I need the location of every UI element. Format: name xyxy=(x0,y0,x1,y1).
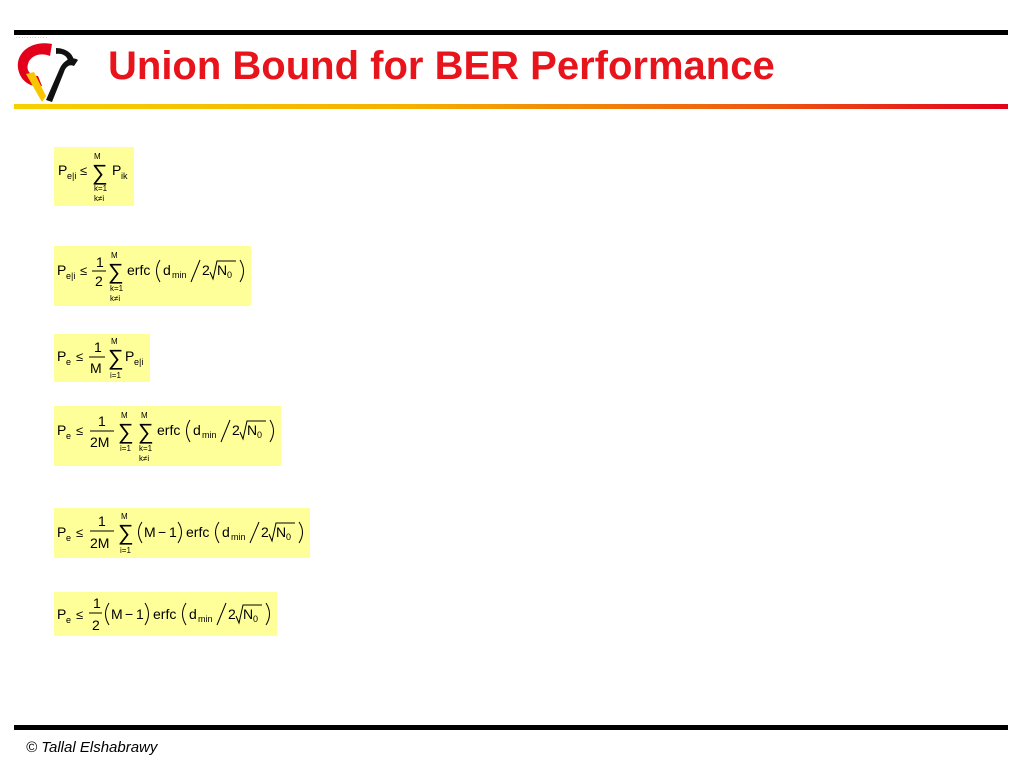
svg-text:ik: ik xyxy=(121,171,128,181)
svg-text:min: min xyxy=(202,430,217,440)
svg-text:M: M xyxy=(144,524,156,540)
svg-text:1: 1 xyxy=(98,413,106,429)
svg-text:e: e xyxy=(66,615,71,625)
svg-text:erfc: erfc xyxy=(186,524,209,540)
svg-text:0: 0 xyxy=(253,614,258,624)
svg-text:M: M xyxy=(94,152,101,161)
decorative-dots: ............ xyxy=(16,34,49,40)
svg-text:d: d xyxy=(163,262,171,278)
svg-text:≤: ≤ xyxy=(76,525,83,540)
svg-text:e: e xyxy=(66,431,71,441)
svg-text:2: 2 xyxy=(202,262,210,278)
svg-text:P: P xyxy=(125,348,134,364)
svg-text:i=1: i=1 xyxy=(120,546,131,555)
svg-text:−: − xyxy=(158,524,166,540)
svg-text:k=1: k=1 xyxy=(110,284,124,293)
svg-text:min: min xyxy=(172,270,187,280)
footer-copyright: © Tallal Elshabrawy xyxy=(26,739,158,756)
svg-text:erfc: erfc xyxy=(153,606,176,622)
svg-text:k=1: k=1 xyxy=(94,184,108,193)
svg-text:M: M xyxy=(141,411,148,420)
svg-text:≤: ≤ xyxy=(80,263,87,278)
svg-text:0: 0 xyxy=(286,532,291,542)
bottom-rule xyxy=(14,725,1008,730)
svg-text:d: d xyxy=(222,524,230,540)
svg-text:1: 1 xyxy=(136,606,144,622)
svg-text:M: M xyxy=(121,411,128,420)
svg-text:P: P xyxy=(57,422,66,438)
svg-text:∑: ∑ xyxy=(92,160,108,185)
svg-text:min: min xyxy=(231,532,246,542)
svg-text:i=1: i=1 xyxy=(120,444,131,453)
svg-text:k=1: k=1 xyxy=(139,444,153,453)
svg-text:min: min xyxy=(198,614,213,624)
equation-1: P e|i ≤ M ∑ P ik k=1 k≠i xyxy=(54,147,134,206)
svg-text:P: P xyxy=(58,162,67,178)
svg-text:2: 2 xyxy=(92,617,100,633)
svg-text:−: − xyxy=(125,606,133,622)
svg-text:2M: 2M xyxy=(90,434,109,450)
svg-text:k≠i: k≠i xyxy=(94,194,104,203)
svg-text:P: P xyxy=(57,262,66,278)
svg-text:≤: ≤ xyxy=(80,163,87,178)
logo-icon xyxy=(12,38,82,104)
svg-text:2: 2 xyxy=(95,273,103,289)
svg-text:N: N xyxy=(247,422,257,438)
svg-text:2: 2 xyxy=(261,524,269,540)
top-rule xyxy=(14,30,1008,35)
svg-text:e|i: e|i xyxy=(66,271,75,281)
svg-text:0: 0 xyxy=(227,270,232,280)
svg-text:erfc: erfc xyxy=(127,262,150,278)
svg-text:P: P xyxy=(57,606,66,622)
svg-text:2: 2 xyxy=(232,422,240,438)
svg-text:M: M xyxy=(121,512,128,521)
svg-text:N: N xyxy=(276,524,286,540)
svg-text:M: M xyxy=(111,251,118,260)
equation-5: P e ≤ 1 2M M ∑ i=1 M − 1 erfc d min 2 N … xyxy=(54,508,310,558)
equation-6: P e ≤ 1 2 M − 1 erfc d min 2 N 0 xyxy=(54,592,277,636)
svg-text:d: d xyxy=(189,606,197,622)
svg-text:≤: ≤ xyxy=(76,607,83,622)
svg-text:P: P xyxy=(112,162,121,178)
svg-text:e|i: e|i xyxy=(134,357,143,367)
svg-text:M: M xyxy=(111,337,118,346)
svg-text:erfc: erfc xyxy=(157,422,180,438)
svg-text:≤: ≤ xyxy=(76,349,83,364)
svg-text:∑: ∑ xyxy=(138,419,154,444)
svg-text:∑: ∑ xyxy=(108,259,124,284)
svg-text:e|i: e|i xyxy=(67,171,76,181)
svg-text:M: M xyxy=(90,360,102,376)
equation-2: P e|i ≤ 1 2 M ∑ k=1 k≠i erfc d min 2 N 0 xyxy=(54,246,251,306)
svg-text:∑: ∑ xyxy=(118,419,134,444)
svg-text:i=1: i=1 xyxy=(110,371,121,380)
svg-text:∑: ∑ xyxy=(118,520,134,545)
svg-text:k≠i: k≠i xyxy=(139,454,149,463)
svg-text:1: 1 xyxy=(94,339,102,355)
svg-text:0: 0 xyxy=(257,430,262,440)
svg-text:e: e xyxy=(66,357,71,367)
svg-text:2M: 2M xyxy=(90,535,109,551)
equation-3: P e ≤ 1 M M ∑ i=1 P e|i xyxy=(54,334,150,382)
svg-text:e: e xyxy=(66,533,71,543)
svg-text:1: 1 xyxy=(169,524,177,540)
svg-text:∑: ∑ xyxy=(108,345,124,370)
svg-text:k≠i: k≠i xyxy=(110,294,120,303)
svg-text:M: M xyxy=(111,606,123,622)
equation-4: P e ≤ 1 2M M ∑ i=1 M ∑ k=1 k≠i erfc d mi… xyxy=(54,406,281,466)
title-underline xyxy=(14,104,1008,109)
svg-text:d: d xyxy=(193,422,201,438)
svg-text:≤: ≤ xyxy=(76,423,83,438)
svg-text:N: N xyxy=(243,606,253,622)
svg-text:1: 1 xyxy=(96,254,104,270)
slide-title: Union Bound for BER Performance xyxy=(108,44,775,88)
svg-text:P: P xyxy=(57,524,66,540)
svg-text:2: 2 xyxy=(228,606,236,622)
svg-text:P: P xyxy=(57,348,66,364)
svg-text:1: 1 xyxy=(98,513,106,529)
svg-text:1: 1 xyxy=(93,595,101,611)
svg-text:N: N xyxy=(217,262,227,278)
